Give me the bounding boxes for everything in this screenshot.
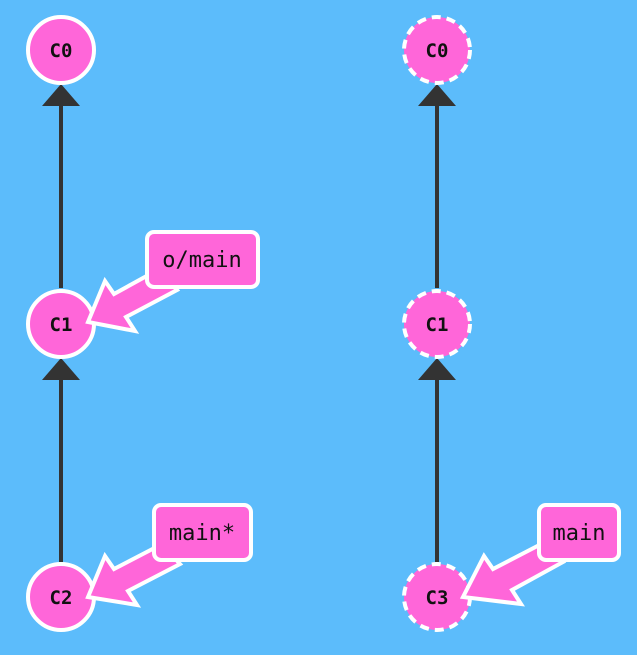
branch-label: main [553, 521, 606, 546]
arrowhead-icon [42, 358, 80, 380]
commit-label: C1 [50, 314, 73, 336]
branch-label: o/main [162, 248, 241, 273]
remote-commit-node-c3[interactable]: C3 [402, 562, 472, 632]
commit-node-c0[interactable]: C0 [26, 15, 96, 85]
commit-node-c2[interactable]: C2 [26, 562, 96, 632]
local-edge-c2-c1 [42, 358, 80, 562]
arrowhead-icon [42, 84, 80, 106]
commit-node-c1[interactable]: C1 [26, 289, 96, 359]
local-edge-c1-c0 [42, 84, 80, 288]
branch-tag-o-main[interactable]: o/main [85, 230, 260, 334]
commit-label: C1 [426, 314, 449, 336]
commit-label: C0 [426, 40, 449, 62]
commit-label: C2 [50, 587, 73, 609]
branch-tag-main-star[interactable]: main* [85, 503, 253, 608]
remote-commit-node-c1[interactable]: C1 [402, 289, 472, 359]
remote-commit-node-c0[interactable]: C0 [402, 15, 472, 85]
local-repository: C0 C1 C2 o/main main* [26, 15, 260, 632]
remote-repository: C0 C1 C3 main [402, 15, 621, 632]
remote-edge-c1-c0 [418, 84, 456, 288]
remote-edge-c3-c1 [418, 358, 456, 562]
arrowhead-icon [418, 358, 456, 380]
commit-label: C0 [50, 40, 73, 62]
commit-label: C3 [426, 587, 449, 609]
branch-label: main* [169, 521, 235, 546]
arrowhead-icon [418, 84, 456, 106]
remote-branch-tag-main[interactable]: main [459, 503, 621, 607]
